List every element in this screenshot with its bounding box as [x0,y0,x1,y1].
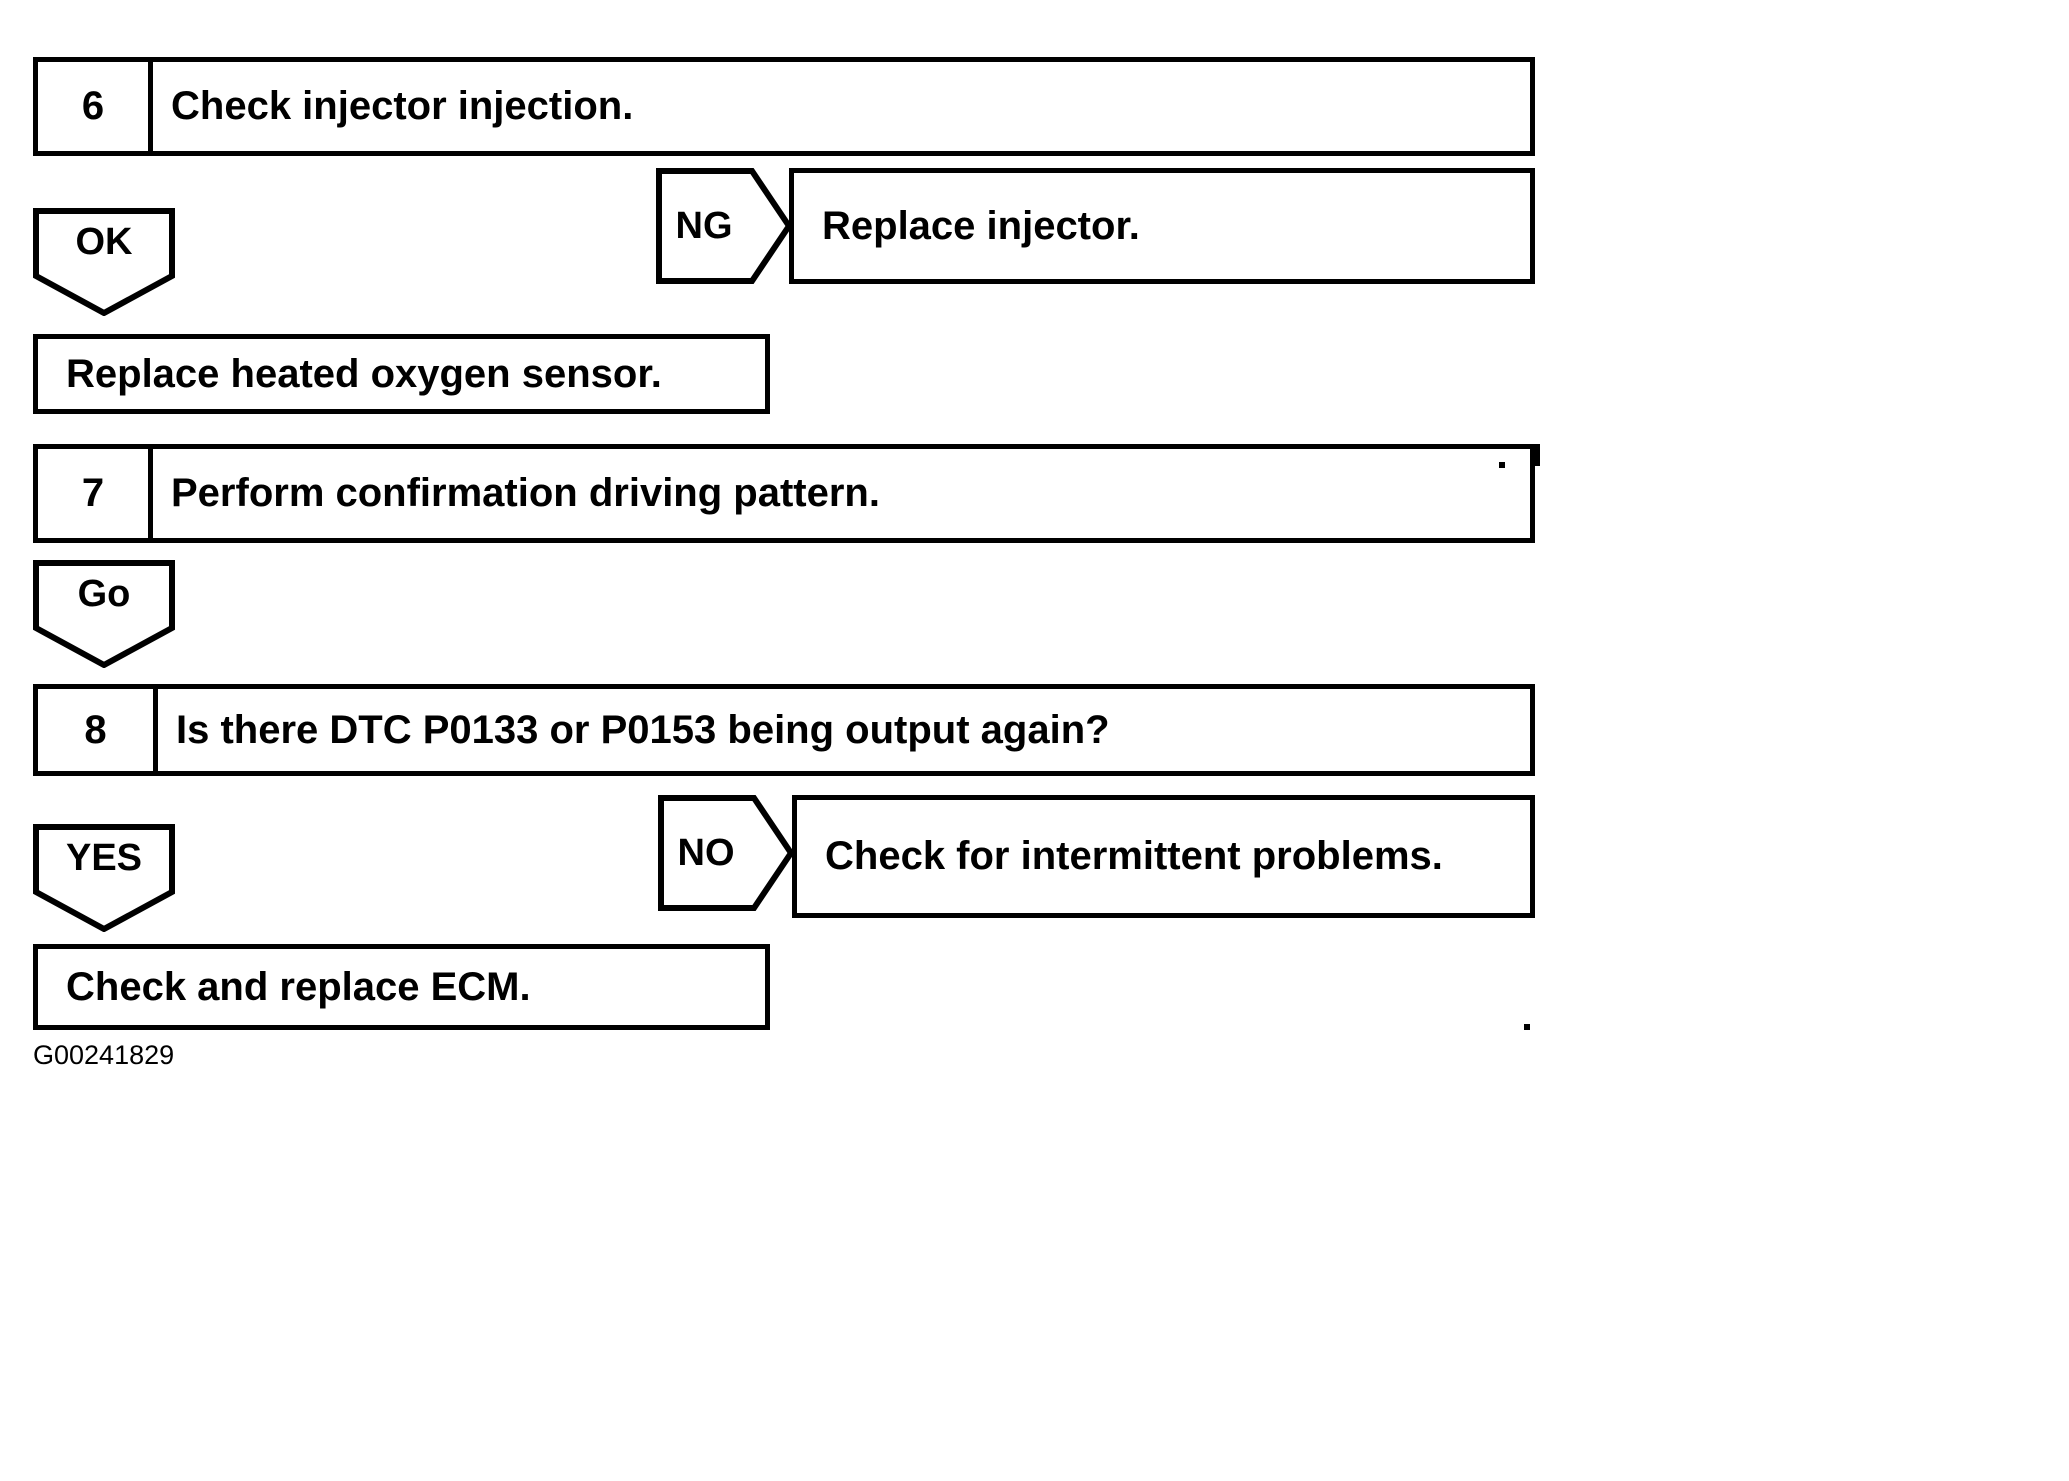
action-text-replace-heated-oxygen-sensor: Replace heated oxygen sensor. [66,351,662,396]
step-row-8: 8 Is there DTC P0133 or P0153 being outp… [33,684,1535,776]
step-number-7: 7 [38,449,153,538]
step-text-8: Is there DTC P0133 or P0153 being output… [176,707,1110,752]
action-text-check-intermittent-problems: Check for intermittent problems. [825,834,1443,878]
branch-arrow-ng: NG [656,168,792,284]
branch-arrow-yes: YES [33,824,175,932]
step-number-6: 6 [38,62,153,151]
branch-arrow-ok: OK [33,208,175,316]
action-box-check-replace-ecm: Check and replace ECM. [33,944,770,1030]
action-box-check-intermittent-problems: Check for intermittent problems. [792,795,1535,918]
scan-speck [1535,444,1540,466]
step-row-7: 7 Perform confirmation driving pattern. [33,444,1535,543]
step-text-7: Perform confirmation driving pattern. [171,471,880,515]
step-text-6: Check injector injection. [171,84,634,128]
figure-caption: G00241829 [33,1040,175,1070]
action-text-check-replace-ecm: Check and replace ECM. [66,964,531,1009]
step-row-6: 6 Check injector injection. [33,57,1535,156]
branch-arrow-no: NO [658,795,794,911]
action-box-replace-heated-oxygen-sensor: Replace heated oxygen sensor. [33,334,770,414]
branch-arrow-go: Go [33,560,175,668]
scan-speck [1524,1024,1530,1030]
action-text-replace-injector: Replace injector. [822,203,1140,248]
action-box-replace-injector: Replace injector. [789,168,1535,284]
step-number-8: 8 [38,689,158,771]
scan-speck [1499,462,1505,468]
